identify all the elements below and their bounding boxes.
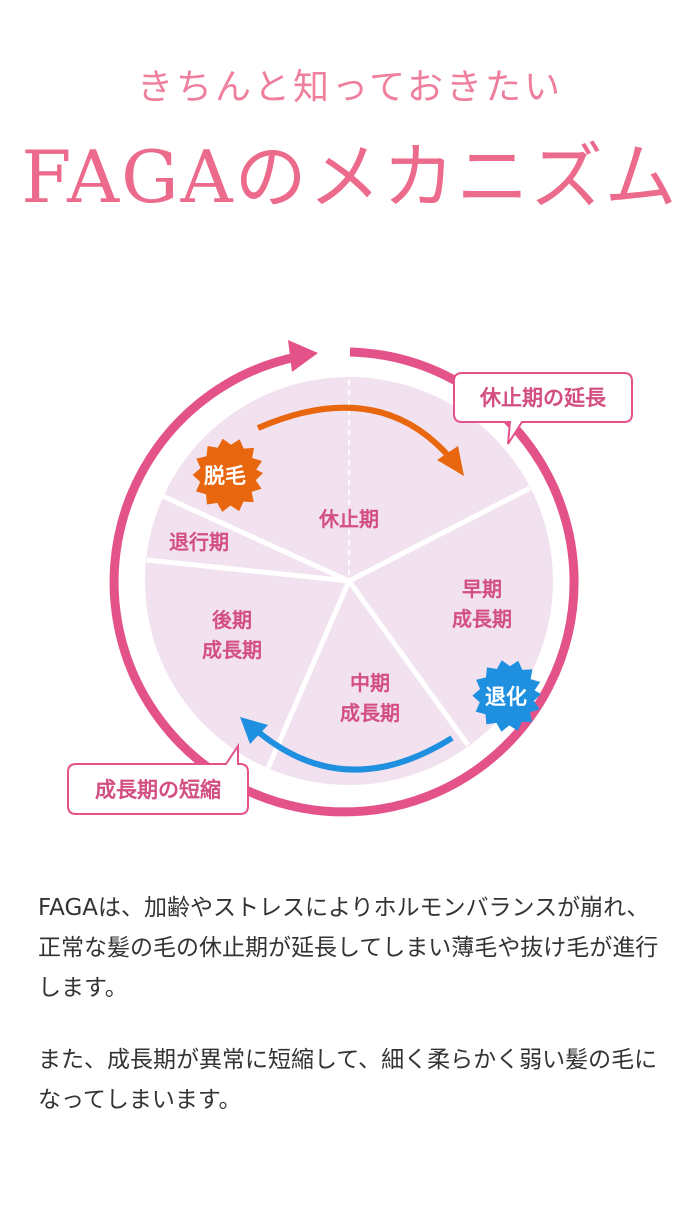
hair-loss-burst [192, 438, 263, 512]
page-title: FAGAのメカニズム [21, 135, 679, 219]
hair-cycle-diagram: 休止期 早期 成長期 中期 成長期 後期 成長期 退行期 脱毛 退化 休止期の延… [67, 340, 633, 817]
rest-flow-arrowhead [437, 446, 464, 476]
divider-late-regression [146, 557, 350, 584]
hair-loss-burst-label: 脱毛 [204, 464, 246, 488]
growth-flow-arrowhead [240, 717, 268, 744]
body-text: FAGAは、加齢やストレスによりホルモンバランスが崩れ、正常な髪の毛の休止期が延… [38, 888, 668, 1152]
divider-early-mid [346, 579, 471, 747]
divider-regression-rest [156, 491, 351, 584]
callout-growth-shortened-label: 成長期の短縮 [95, 778, 221, 802]
segment-late-label-2: 成長期 [202, 638, 262, 662]
rest-flow-arrow [256, 404, 455, 462]
divider-mid-late [265, 580, 352, 769]
callout-rest-extended-label: 休止期の延長 [479, 386, 607, 410]
callout-growth-shortened [67, 742, 249, 815]
segment-regression-label: 退行期 [169, 530, 229, 554]
segment-rest-label: 休止期 [318, 507, 379, 531]
segment-early-label-2: 成長期 [452, 607, 512, 631]
regression-burst-label: 退化 [485, 685, 527, 709]
body-paragraph: FAGAは、加齢やストレスによりホルモンバランスが崩れ、正常な髪の毛の休止期が延… [38, 895, 659, 1001]
segment-late-label-1: 後期 [212, 608, 252, 632]
segment-early-label-1: 早期 [462, 577, 502, 601]
body-paragraph: また、成長期が異常に短縮して、細く柔らかく弱い髪の毛になってしまいます。 [38, 1047, 658, 1113]
segment-mid-label-1: 中期 [350, 671, 390, 695]
cycle-ring-arrowhead [288, 340, 318, 372]
page-subtitle: きちんと知っておきたい [136, 67, 564, 108]
growth-flow-arrow [254, 727, 454, 773]
segment-mid-label-2: 成長期 [340, 701, 400, 725]
cycle-ring-arc [109, 347, 579, 817]
callout-rest-extended [453, 372, 633, 445]
regression-burst [472, 660, 541, 732]
divider-rest-early [347, 485, 532, 584]
